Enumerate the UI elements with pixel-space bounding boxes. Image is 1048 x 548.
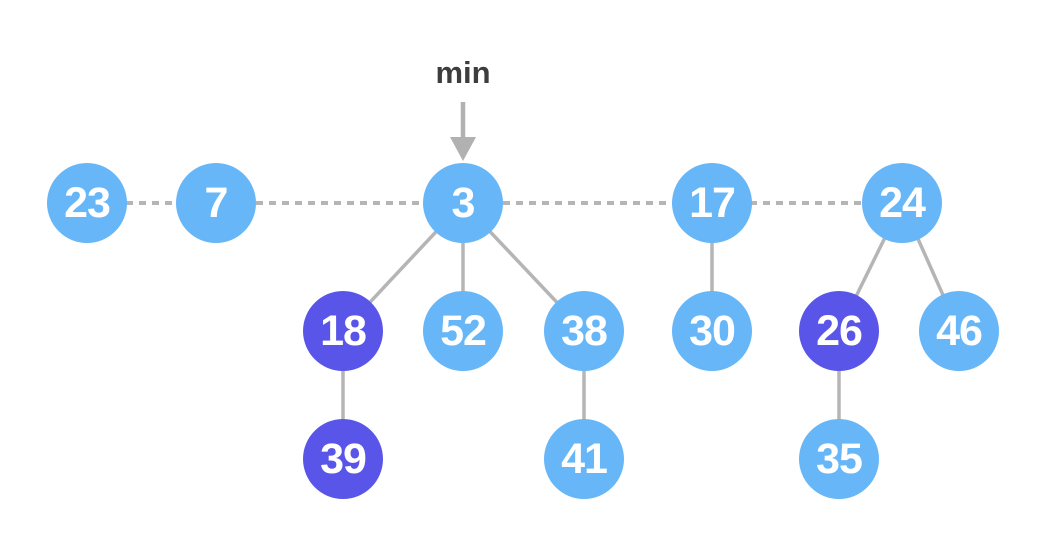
heap-node-17: 17	[672, 163, 752, 243]
heap-node-39-marked: 39	[303, 419, 383, 499]
heap-node-30: 30	[672, 291, 752, 371]
heap-node-18-marked: 18	[303, 291, 383, 371]
heap-node-41: 41	[544, 419, 624, 499]
heap-node-46: 46	[919, 291, 999, 371]
heap-node-3-min: 3	[423, 163, 503, 243]
heap-node-38: 38	[544, 291, 624, 371]
heap-node-35: 35	[799, 419, 879, 499]
heap-node-7: 7	[176, 163, 256, 243]
min-arrow-head-icon	[450, 137, 476, 161]
heap-node-52: 52	[423, 291, 503, 371]
heap-node-24: 24	[862, 163, 942, 243]
heap-node-26-marked: 26	[799, 291, 879, 371]
min-pointer-label: min	[435, 55, 491, 90]
heap-node-23: 23	[47, 163, 127, 243]
